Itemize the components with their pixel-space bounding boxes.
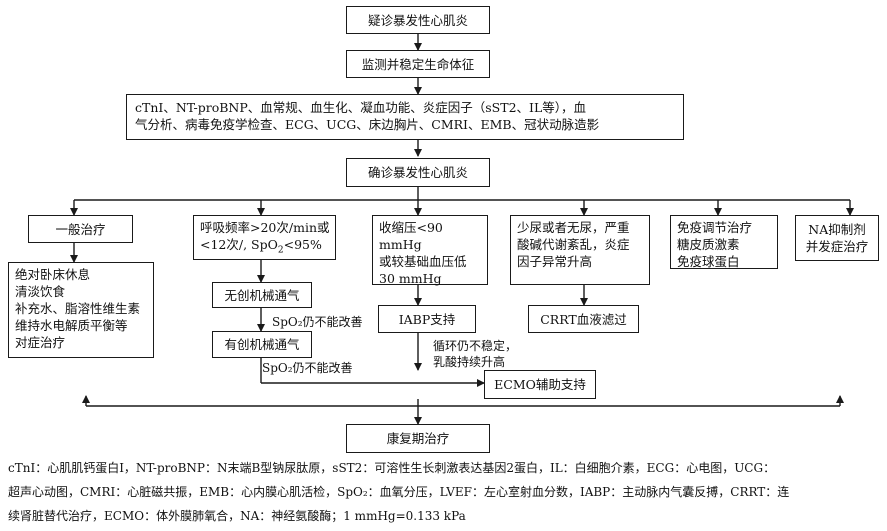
renal-criteria: 少尿或者无尿，严重 酸碱代谢紊乱，炎症 因子异常升高 bbox=[517, 220, 630, 269]
diagnostic-tests-box: cTnI、NT-proBNP、血常规、血生化、凝血功能、炎症因子（sST2、IL… bbox=[126, 94, 684, 140]
crrt-filtration-label: CRRT血液滤过 bbox=[540, 311, 627, 327]
general-treatment-items: 绝对卧床休息 清淡饮食 补充水、脂溶性维生素 维持水电解质平衡等 对症治疗 bbox=[15, 267, 141, 350]
suspected-myocarditis-box: 疑诊暴发性心肌炎 bbox=[346, 6, 490, 34]
invasive-ventilation-label: 有创机械通气 bbox=[224, 337, 300, 352]
ecmo-support-label: ECMO辅助支持 bbox=[494, 377, 586, 392]
monitor-vitals-box: 监测并稳定生命体征 bbox=[346, 50, 490, 78]
invasive-ventilation-box: 有创机械通气 bbox=[212, 331, 312, 358]
abbreviation-footnote: cTnI：心肌肌钙蛋白I，NT-proBNP：N末端B型钠尿肽原，sST2：可溶… bbox=[8, 456, 880, 528]
monitor-vitals-label: 监测并稳定生命体征 bbox=[361, 56, 475, 72]
noninvasive-ventilation-label: 无创机械通气 bbox=[224, 287, 300, 303]
respiratory-criteria-box: 呼吸频率>20次/min或 <12次/, SpO2<95% bbox=[193, 215, 336, 260]
respiratory-criteria-line-1: 呼吸频率>20次/min或 bbox=[200, 220, 330, 235]
suspected-myocarditis-label: 疑诊暴发性心肌炎 bbox=[367, 12, 468, 28]
blood-pressure-criteria: 收缩压<90 mmHg 或较基础血压低 30 mmHg bbox=[379, 220, 467, 286]
confirmed-myocarditis-box: 确诊暴发性心肌炎 bbox=[346, 158, 490, 187]
na-inhibitor-box: NA抑制剂 并发症治疗 bbox=[795, 215, 879, 261]
spo2-not-improved-label-2: SpO₂仍不能改善 bbox=[262, 361, 353, 375]
crrt-filtration-box: CRRT血液滤过 bbox=[528, 305, 639, 333]
footnote-line-2: 超声心动图，CMRI：心脏磁共振，EMB：心内膜心肌活检，SpO₂：血氧分压，L… bbox=[8, 485, 790, 499]
circulation-unstable-label: 循环仍不稳定， 乳酸持续升高 bbox=[433, 339, 518, 369]
general-treatment-label: 一般治疗 bbox=[55, 221, 106, 237]
iabp-support-box: IABP支持 bbox=[378, 305, 476, 333]
immune-therapy-box: 免疫调节治疗 糖皮质激素 免疫球蛋白 bbox=[670, 215, 778, 269]
na-inhibitor-items: NA抑制剂 并发症治疗 bbox=[805, 222, 869, 254]
iabp-support-label: IABP支持 bbox=[398, 311, 456, 327]
recovery-treatment-label: 康复期治疗 bbox=[386, 431, 450, 446]
spo2-not-improved-label-1: SpO₂仍不能改善 bbox=[272, 315, 363, 329]
confirmed-myocarditis-label: 确诊暴发性心肌炎 bbox=[367, 165, 468, 180]
immune-therapy-items: 免疫调节治疗 糖皮质激素 免疫球蛋白 bbox=[677, 220, 753, 269]
diagnostic-tests-line-2: 气分析、病毒免疫学检查、ECG、UCG、床边胸片、CMRI、EMB、冠状动脉造影 bbox=[135, 117, 600, 132]
general-treatment-items-box: 绝对卧床休息 清淡饮食 补充水、脂溶性维生素 维持水电解质平衡等 对症治疗 bbox=[8, 262, 154, 358]
respiratory-criteria-line-2: <12次/, SpO2<95% bbox=[200, 237, 322, 256]
blood-pressure-criteria-box: 收缩压<90 mmHg 或较基础血压低 30 mmHg bbox=[372, 215, 488, 286]
noninvasive-ventilation-box: 无创机械通气 bbox=[212, 282, 312, 308]
renal-criteria-box: 少尿或者无尿，严重 酸碱代谢紊乱，炎症 因子异常升高 bbox=[510, 215, 650, 285]
ecmo-support-box: ECMO辅助支持 bbox=[484, 370, 596, 399]
footnote-line-3: 续肾脏替代治疗，ECMO：体外膜肺氧合，NA：神经氨酸酶；1 mmHg=0.13… bbox=[8, 509, 466, 523]
footnote-line-1: cTnI：心肌肌钙蛋白I，NT-proBNP：N末端B型钠尿肽原，sST2：可溶… bbox=[8, 461, 776, 475]
recovery-treatment-box: 康复期治疗 bbox=[346, 424, 490, 453]
general-treatment-box: 一般治疗 bbox=[28, 215, 133, 243]
diagnostic-tests-line-1: cTnI、NT-proBNP、血常规、血生化、凝血功能、炎症因子（sST2、IL… bbox=[135, 100, 587, 115]
